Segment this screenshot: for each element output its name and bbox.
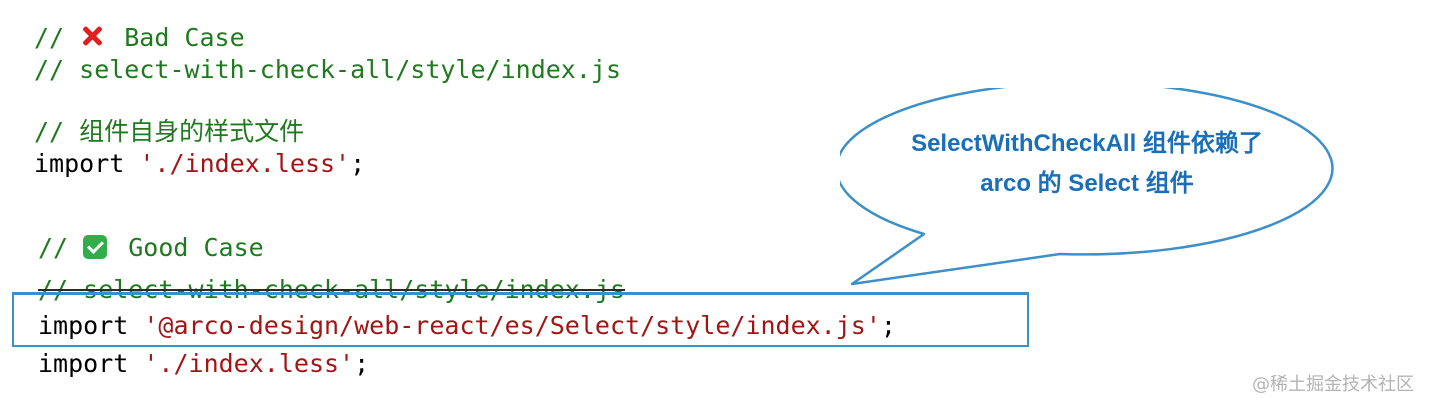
- good-case-label: Good Case: [128, 233, 264, 262]
- good-case-path-comment: // select-with-check-all/style/index.js: [38, 275, 625, 304]
- import-path: './index.less': [139, 149, 351, 178]
- cross-mark-icon: [79, 23, 105, 49]
- semicolon: ;: [350, 149, 366, 178]
- comment-prefix: //: [38, 233, 84, 262]
- check-mark-icon: [83, 235, 108, 259]
- callout-text: SelectWithCheckAll 组件依赖了 arco 的 Select 组…: [872, 124, 1302, 204]
- watermark: @稀土掘金技术社区: [1252, 374, 1414, 395]
- comment-prefix: //: [34, 23, 80, 52]
- import-path: './index.less': [143, 349, 355, 378]
- good-case-import-line-2: import './index.less';: [38, 348, 369, 380]
- speech-bubble-outline: [840, 88, 1334, 286]
- good-case-import-line-1: import '@arco-design/web-react/es/Select…: [38, 310, 896, 342]
- import-keyword: import: [34, 149, 125, 178]
- callout-line-1: SelectWithCheckAll 组件依赖了: [911, 130, 1263, 157]
- import-path: '@arco-design/web-react/es/Select/style/…: [143, 311, 881, 340]
- highlight-box: [12, 292, 1029, 347]
- semicolon: ;: [880, 311, 896, 340]
- own-style-comment: // 组件自身的样式文件: [34, 117, 305, 146]
- import-keyword: import: [38, 349, 129, 378]
- bad-case-path-comment: // select-with-check-all/style/index.js: [34, 55, 621, 84]
- bad-case-import-line: import './index.less';: [34, 148, 365, 180]
- good-case-heading: // Good Case: [38, 232, 264, 264]
- semicolon: ;: [354, 349, 370, 378]
- import-keyword: import: [38, 311, 129, 340]
- bad-case-heading: // Bad Case: [34, 22, 245, 54]
- callout-line-2: arco 的 Select 组件: [980, 170, 1194, 197]
- speech-bubble-icon: [840, 88, 1334, 286]
- bad-case-label: Bad Case: [124, 23, 245, 52]
